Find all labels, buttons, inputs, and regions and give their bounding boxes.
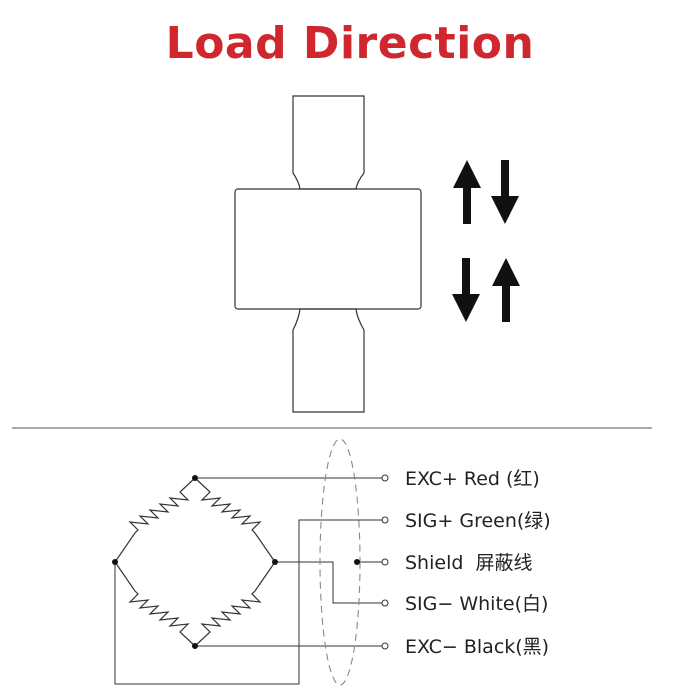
- arrow-down-icon: [452, 258, 480, 322]
- terminal-exc-minus: [381, 642, 389, 650]
- sensor-body: [234, 188, 422, 310]
- terminals: [381, 474, 389, 650]
- wire-label-exc-plus: EXC+ Red (红): [405, 468, 540, 490]
- top-stud: [292, 95, 365, 190]
- resistor-lower-left: [114, 561, 196, 647]
- terminal-shield: [381, 558, 389, 566]
- wire-label-sig-plus: SIG+ Green(绿): [405, 510, 551, 532]
- junction-dots: [112, 475, 360, 649]
- arrow-up-icon: [492, 258, 520, 322]
- terminal-sig-minus: [381, 599, 389, 607]
- wire-labels: EXC+ Red (红) SIG+ Green(绿) Shield 屏蔽线 SI…: [405, 468, 551, 658]
- wire-sig-minus: [275, 561, 382, 604]
- wire-label-shield: Shield 屏蔽线: [405, 552, 533, 574]
- wire-bottom-loop: [114, 562, 300, 685]
- arrow-up-icon: [453, 160, 481, 224]
- wire-sig-plus: [275, 519, 382, 563]
- terminal-sig-plus: [381, 516, 389, 524]
- resistor-upper-right: [194, 477, 276, 563]
- arrow-down-icon: [491, 160, 519, 224]
- resistor-upper-left: [114, 477, 196, 563]
- wires: [114, 477, 382, 685]
- wire-label-exc-minus: EXC− Black(黑): [405, 636, 549, 658]
- load-cell-sensor: [234, 95, 422, 413]
- load-direction-arrows: [452, 160, 520, 322]
- bottom-stud: [292, 308, 365, 413]
- page-title: Load Direction: [165, 18, 535, 69]
- wheatstone-bridge: [114, 477, 276, 647]
- resistor-lower-right: [194, 561, 276, 647]
- wire-label-sig-minus: SIG− White(白): [405, 593, 548, 615]
- terminal-exc-plus: [381, 474, 389, 482]
